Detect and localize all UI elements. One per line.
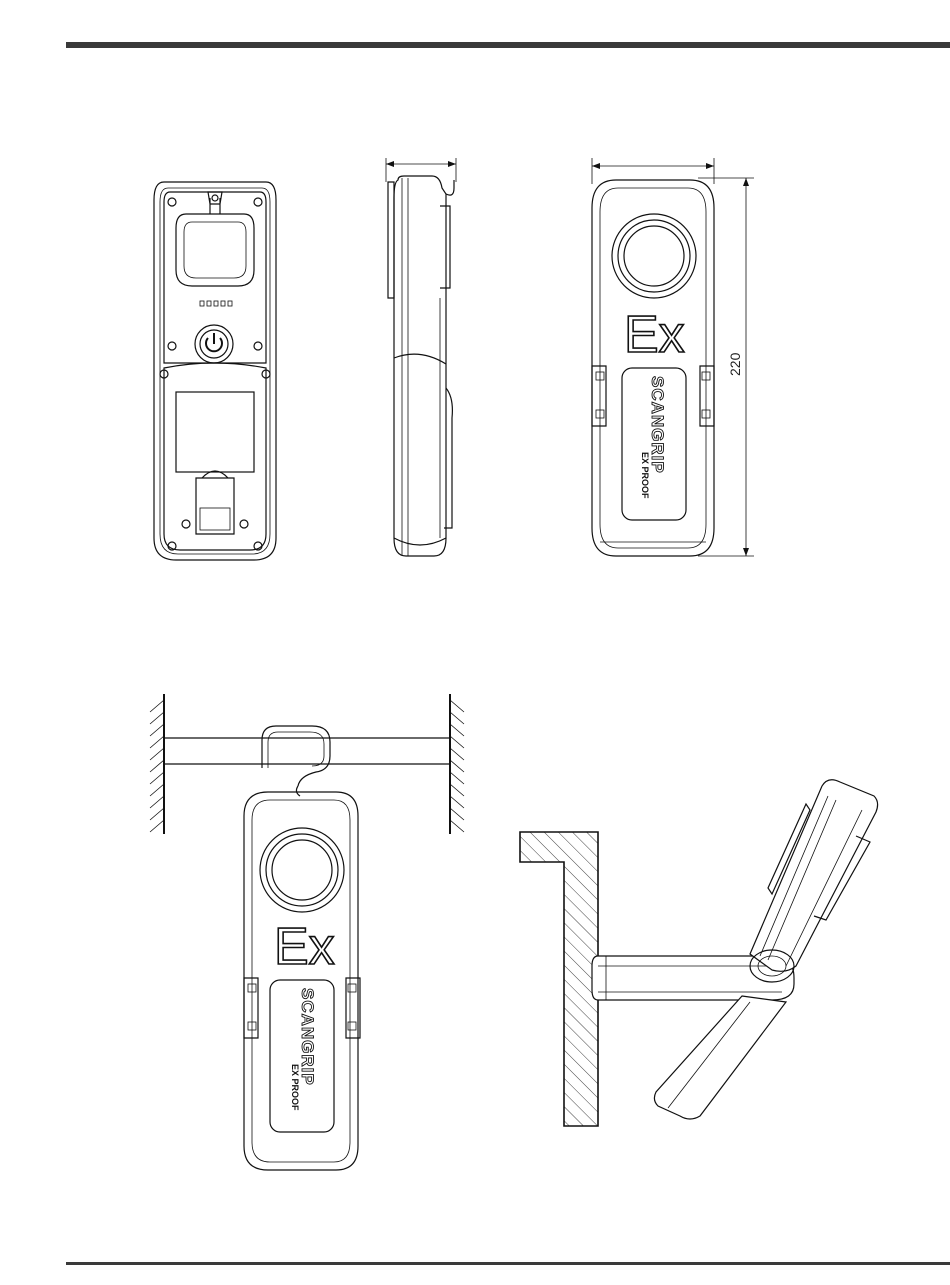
front-view-ex-mark: Ex (624, 304, 694, 360)
model-text-2: EX PROOF (290, 1064, 300, 1111)
bottom-rule (66, 1262, 950, 1265)
hanging-view-ex-mark: Ex (274, 916, 344, 972)
charge-indicator-dots (200, 301, 232, 306)
front-view-brand: SCANGRIP EX PROOF (646, 372, 676, 512)
back-view-drawing (150, 178, 280, 563)
ex-mark-text-2: Ex (274, 918, 335, 976)
power-icon (195, 325, 233, 363)
top-rule (66, 42, 950, 48)
model-text: EX PROOF (640, 452, 650, 499)
side-view-drawing (380, 158, 470, 563)
wall-mounted-drawing (510, 770, 890, 1130)
height-dimension-label: 220 (726, 346, 746, 386)
height-dimension-text: 220 (727, 352, 743, 376)
ex-mark-text: Ex (624, 306, 685, 364)
hanging-view-brand: SCANGRIP EX PROOF (296, 984, 326, 1124)
